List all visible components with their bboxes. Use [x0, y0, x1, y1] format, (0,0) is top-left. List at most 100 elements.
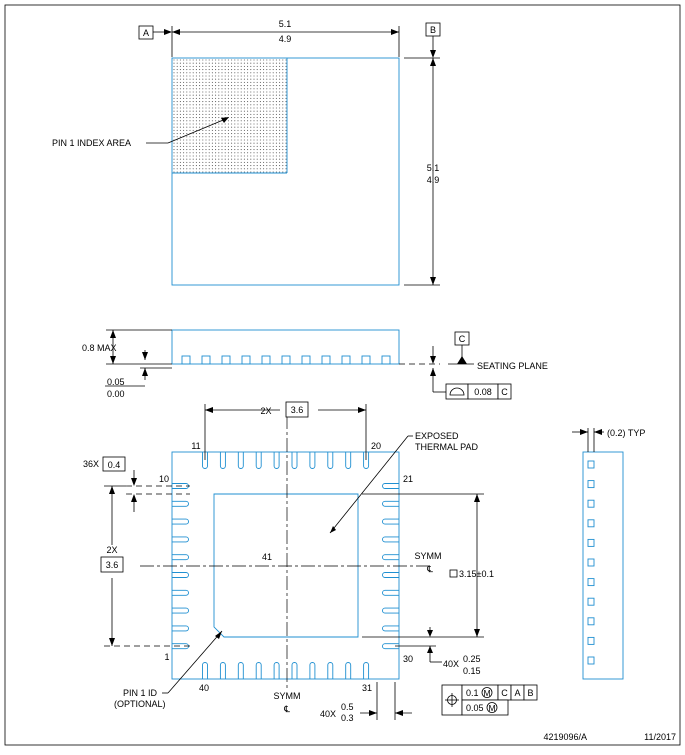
pin1-index-area [172, 58, 288, 174]
centerline-symbol-bottom: ℄ [283, 704, 290, 714]
package-outline-side-right [582, 451, 624, 680]
doc-id: 4219096/A [543, 732, 587, 742]
top-view: A 5.1 4.9 B 5.1 4.9 PIN 1 INDEX AREA [52, 19, 441, 286]
side-lead [587, 597, 595, 606]
lead-pad [309, 452, 316, 469]
mmc-modifier-icon-2 [486, 702, 498, 713]
lead-pad [172, 589, 189, 596]
side-lead [587, 617, 595, 626]
lead-pad [345, 662, 352, 679]
pin1-id-label: PIN 1 ID [123, 688, 158, 698]
seating-plane-label: SEATING PLANE [477, 361, 548, 371]
lead-pad [172, 572, 189, 578]
typ-label: (0.2) TYP [607, 428, 645, 438]
pin-11-label: 11 [191, 441, 200, 451]
pitch-basic-box-top [285, 401, 309, 418]
side-lead [587, 519, 595, 528]
lead-pad [172, 500, 189, 507]
side-lead [587, 499, 595, 508]
bottom-view: 2X 3.6 11 20 10 21 1 30 40 31 41 EXPOSED… [83, 401, 538, 723]
fcf-datum-a: A [514, 688, 520, 698]
lead-pad [172, 625, 189, 632]
symm-label-right: SYMM [415, 551, 442, 561]
lead-pad [382, 554, 399, 561]
side-lead [321, 355, 331, 365]
pitch-prefix-top: 2X [260, 406, 271, 416]
lead-pad [363, 662, 370, 679]
lead-pad [382, 536, 399, 543]
pad-label-line1: EXPOSED [415, 431, 459, 441]
pin-31-label: 31 [362, 683, 372, 693]
datum-a-label: A [143, 28, 149, 38]
package-outline-side [171, 329, 400, 365]
lead-width-min: 0.3 [341, 713, 354, 723]
datum-b-label: B [430, 25, 436, 35]
lead-pad [345, 452, 352, 469]
fcf-datum-c: C [501, 688, 508, 698]
side-lead [261, 355, 271, 365]
pin-20-label: 20 [371, 441, 381, 451]
pin-pitch-basic-box [102, 456, 126, 472]
side-lead [281, 355, 291, 365]
datum-c-label: C [459, 334, 466, 344]
side-lead [221, 355, 231, 365]
mmc-modifier-1: M [483, 688, 490, 698]
side-view: 0.8 MAX 0.05 0.00 C SEATING PLANE 0.08 C [82, 329, 548, 400]
standoff-max: 0.05 [107, 377, 125, 387]
lead-pad [363, 452, 370, 469]
pin-40-label: 40 [199, 683, 209, 693]
mmc-modifier-2: M [488, 703, 495, 713]
lead-pad [172, 554, 189, 561]
lead-pad [291, 452, 298, 469]
height-max: 5.1 [427, 163, 440, 173]
feature-control-frame: 0.1 M C A B 0.05 M [441, 684, 538, 716]
lead-pad [172, 536, 189, 543]
lead-pad [219, 662, 226, 679]
pin1-index-label: PIN 1 INDEX AREA [52, 138, 131, 148]
standoff-min: 0.00 [107, 389, 125, 399]
side-lead [587, 656, 595, 665]
doc-date: 11/2017 [644, 732, 676, 742]
lead-pad [255, 662, 262, 679]
lead-pad [309, 662, 316, 679]
lead-length-min: 0.15 [463, 666, 481, 676]
side-lead [201, 355, 211, 365]
pin-10-label: 10 [159, 474, 169, 484]
pin1-id-optional: (OPTIONAL) [114, 699, 166, 709]
lead-pad [237, 662, 244, 679]
package-outline-top [171, 57, 400, 286]
flatness-symbol-box [445, 383, 469, 400]
side-lead [587, 538, 595, 547]
fcf-datum-b: B [527, 688, 533, 698]
side-lead [587, 636, 595, 645]
lead-pad [273, 452, 280, 469]
lead-width-prefix: 40X [320, 709, 336, 719]
fcf-tolerance-1: 0.1 [466, 688, 479, 698]
pad-size-value: 3.15±0.1 [459, 569, 494, 579]
flatness-datum: C [501, 387, 508, 397]
pad-number-label: 41 [262, 552, 272, 562]
side-lead [341, 355, 351, 365]
side-lead [361, 355, 371, 365]
side-lead [587, 460, 595, 469]
square-symbol-icon [449, 569, 458, 578]
lead-pad [219, 452, 226, 469]
height-min: 4.9 [427, 175, 440, 185]
lead-length-max: 0.25 [463, 654, 481, 664]
lead-pad [382, 625, 399, 632]
lead-pad [202, 662, 208, 679]
lead-pad [382, 483, 399, 489]
lead-pad [382, 518, 399, 525]
lead-pad [327, 452, 334, 469]
lead-pad [327, 662, 334, 679]
centerline-symbol-right: ℄ [426, 564, 433, 574]
side-lead [587, 558, 595, 567]
datum-a-box [138, 25, 154, 40]
lead-pad [172, 607, 189, 614]
pin-pitch-prefix: 36X [83, 459, 99, 469]
flatness-value: 0.08 [474, 387, 492, 397]
profile-surface-icon [449, 387, 465, 396]
lead-pad [382, 500, 399, 507]
